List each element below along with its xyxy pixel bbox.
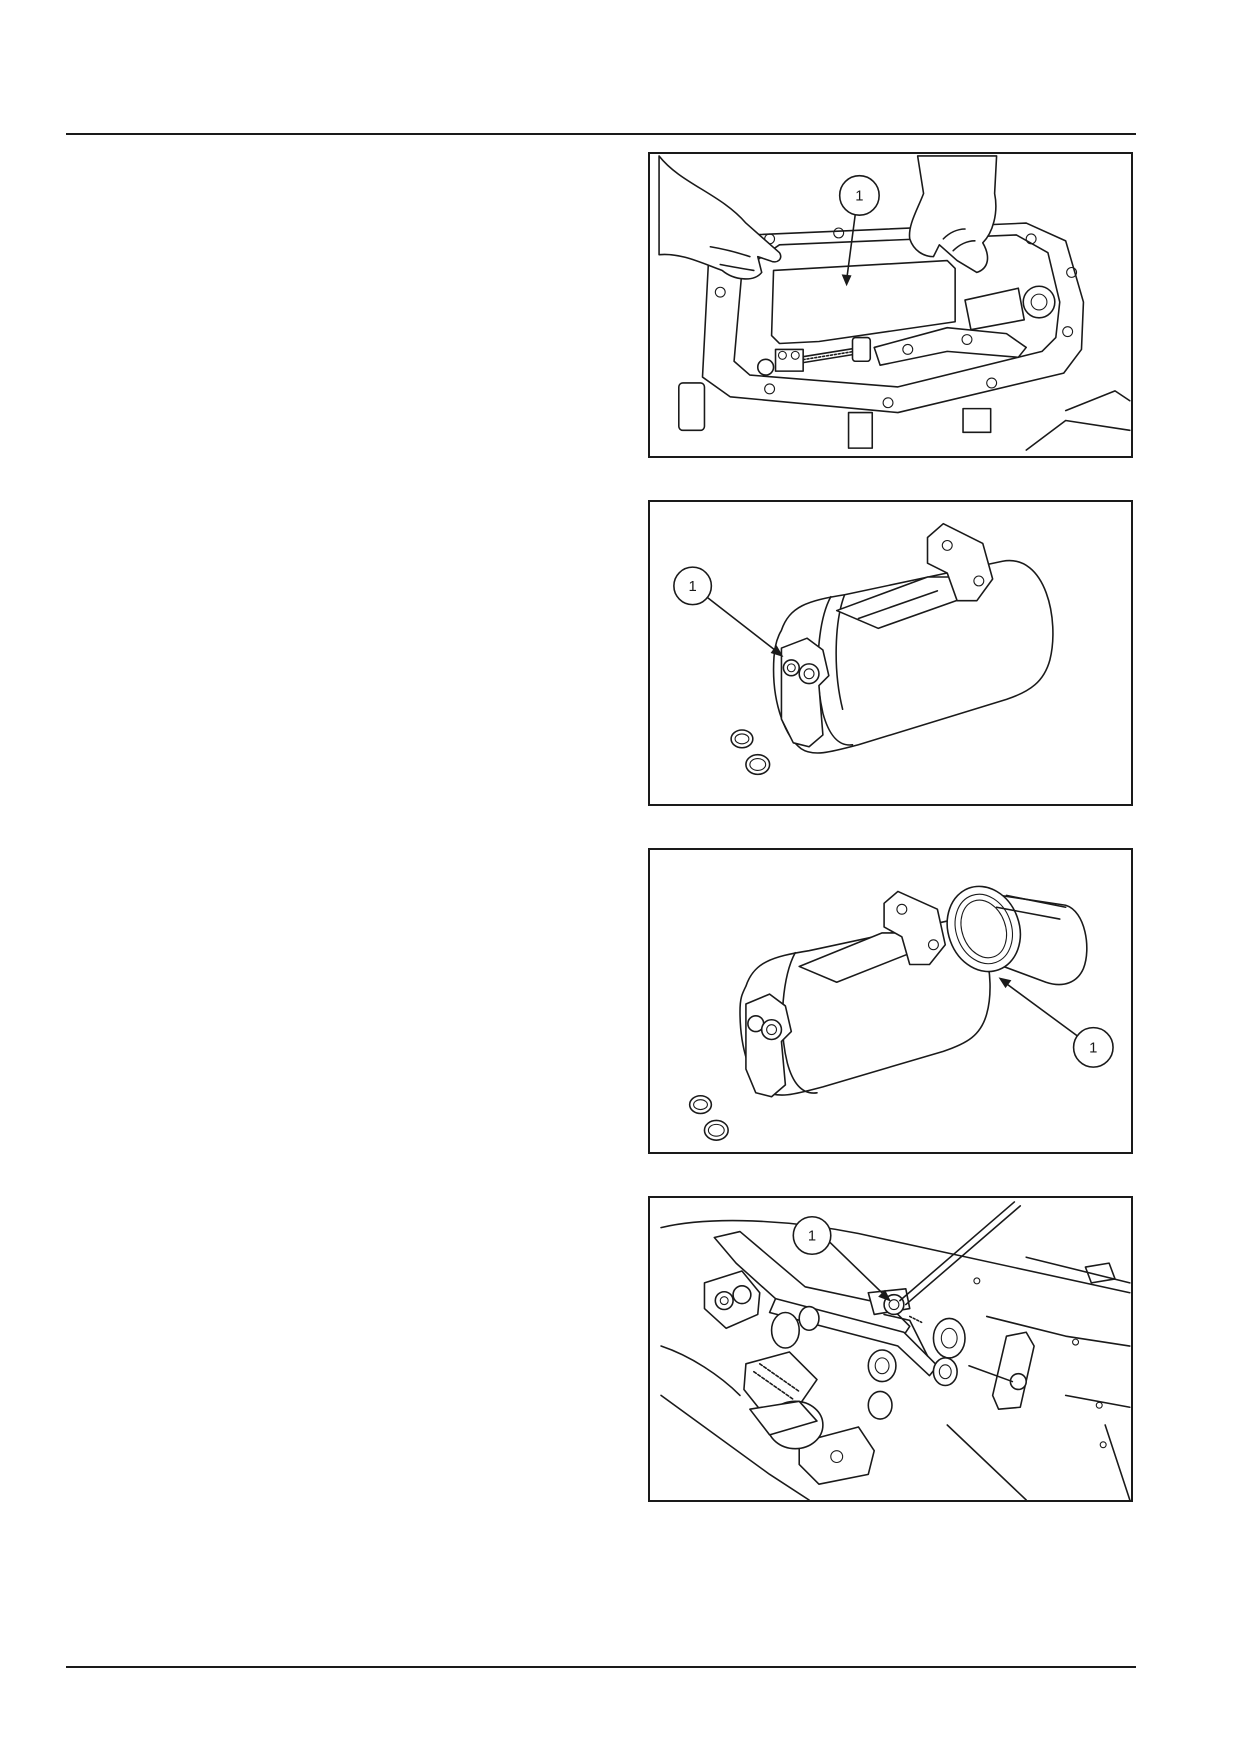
callout-number: 1: [855, 188, 863, 204]
figure-cylinder-ports: 1: [648, 500, 1133, 806]
callout-number: 1: [1089, 1040, 1097, 1056]
piston-removed-illustration: 1: [688, 885, 1114, 1141]
figure-piston-removed: 1: [648, 848, 1133, 1154]
cover-removal-illustration: 1: [658, 155, 1131, 451]
callout-number: 1: [808, 1228, 816, 1244]
figure-cover-removal: 1: [648, 152, 1133, 458]
header-rule: [66, 133, 1136, 135]
footer-rule: [66, 1666, 1136, 1668]
linkage-pin-illustration: 1: [660, 1201, 1131, 1500]
callout-number: 1: [689, 579, 697, 595]
figure-linkage-pin: 1: [648, 1196, 1133, 1502]
cylinder-ports-illustration: 1: [673, 522, 1054, 776]
